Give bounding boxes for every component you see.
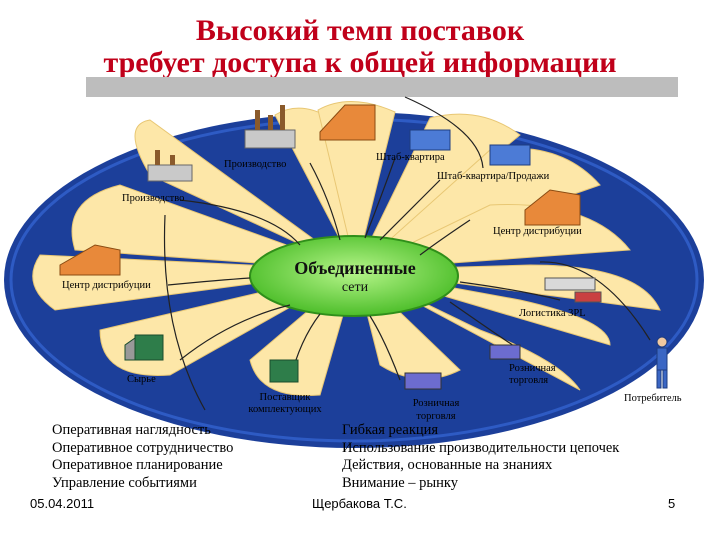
factory-icon-top	[244, 105, 296, 149]
label-raw: Сырье	[127, 374, 156, 385]
list-item: Управление событиями	[52, 474, 197, 491]
list-item: Оперативное сотрудничество	[52, 439, 234, 456]
right-benefits-list: Гибкая реакция Использование производите…	[342, 422, 619, 492]
factory-icon-left	[147, 150, 193, 182]
list-item: Внимание – рынку	[342, 474, 458, 491]
footer-author: Щербакова Т.С.	[312, 496, 407, 511]
list-item: Действия, основанные на знаниях	[342, 457, 553, 473]
retail-icon-bottom	[404, 372, 442, 390]
label-dc-left: Центр дистрибуции	[62, 280, 151, 291]
label-logistics: Логистика 3PL	[519, 308, 586, 319]
slide-title-line2: требует доступа к общей информации	[103, 46, 617, 79]
center-title: Объединенные	[294, 258, 416, 278]
title-underline-band	[86, 77, 678, 97]
label-production-top: Производство	[224, 159, 287, 170]
list-item: Оперативное планирование	[52, 457, 223, 473]
warehouse-icon-raw	[124, 334, 164, 361]
dc-icon-right	[524, 189, 581, 226]
slide-title-line1: Высокий темп поставок	[195, 14, 525, 47]
label-hq-sales: Штаб-квартира/Продажи	[437, 171, 550, 182]
label-dc-right: Центр дистрибуции	[493, 226, 582, 237]
truck-icon	[544, 277, 602, 303]
consumer-icon	[656, 336, 668, 389]
label-retail-bottom: Розничная торговля	[412, 398, 460, 422]
warehouse-icon-supplier	[269, 359, 299, 383]
page-number: 5	[668, 496, 676, 511]
dc-icon-left	[59, 244, 121, 276]
footer-date: 05.04.2011	[30, 496, 95, 511]
list-item: Использование производительности цепочек	[342, 439, 620, 456]
headquarters-icon	[319, 104, 376, 141]
connection-arrows	[163, 96, 651, 411]
list-item: Оперативная наглядность	[52, 422, 211, 438]
list-item: Гибкая реакция	[342, 422, 439, 438]
left-benefits-list: Оперативная наглядность Оперативное сотр…	[52, 422, 233, 492]
hq-sales-icon	[409, 129, 531, 166]
center-subtitle: сети	[341, 280, 369, 295]
retail-icon-right	[489, 344, 521, 360]
center-network-ellipse	[249, 235, 459, 317]
label-supplier: Поставщик комплектующих	[248, 392, 322, 415]
label-consumer: Потребитель	[624, 393, 682, 404]
label-production-left: Производство	[122, 193, 185, 204]
label-hq: Штаб-квартира	[376, 152, 445, 163]
label-retail-right: Розничная торговля	[509, 363, 556, 386]
